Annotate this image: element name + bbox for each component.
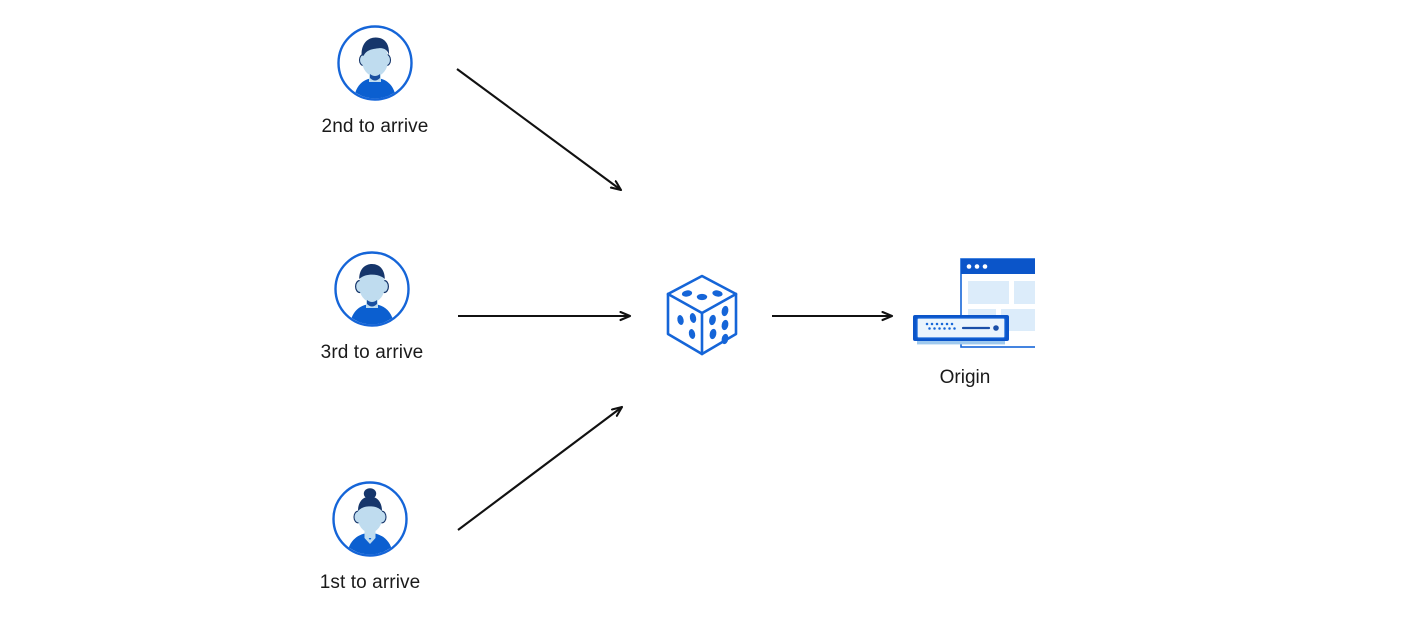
- edge-2nd-to-dice: [456, 68, 621, 190]
- edge-1st-to-dice: [457, 407, 622, 531]
- user-avatar-icon: [333, 250, 411, 328]
- client-node-1st[interactable]: 1st to arrive: [290, 480, 450, 595]
- client-label-2nd: 2nd to arrive: [321, 116, 429, 137]
- origin-label: Origin: [939, 367, 991, 388]
- dice-icon[interactable]: [657, 270, 747, 360]
- client-label-3rd: 3rd to arrive: [320, 342, 424, 363]
- user-avatar-icon: [331, 480, 409, 558]
- origin-node[interactable]: Origin: [865, 255, 1065, 389]
- client-node-2nd[interactable]: 2nd to arrive: [295, 24, 455, 139]
- client-node-3rd[interactable]: 3rd to arrive: [292, 250, 452, 365]
- client-label-1st: 1st to arrive: [319, 572, 421, 593]
- user-avatar-icon: [336, 24, 414, 102]
- origin-server-icon: [895, 255, 1060, 355]
